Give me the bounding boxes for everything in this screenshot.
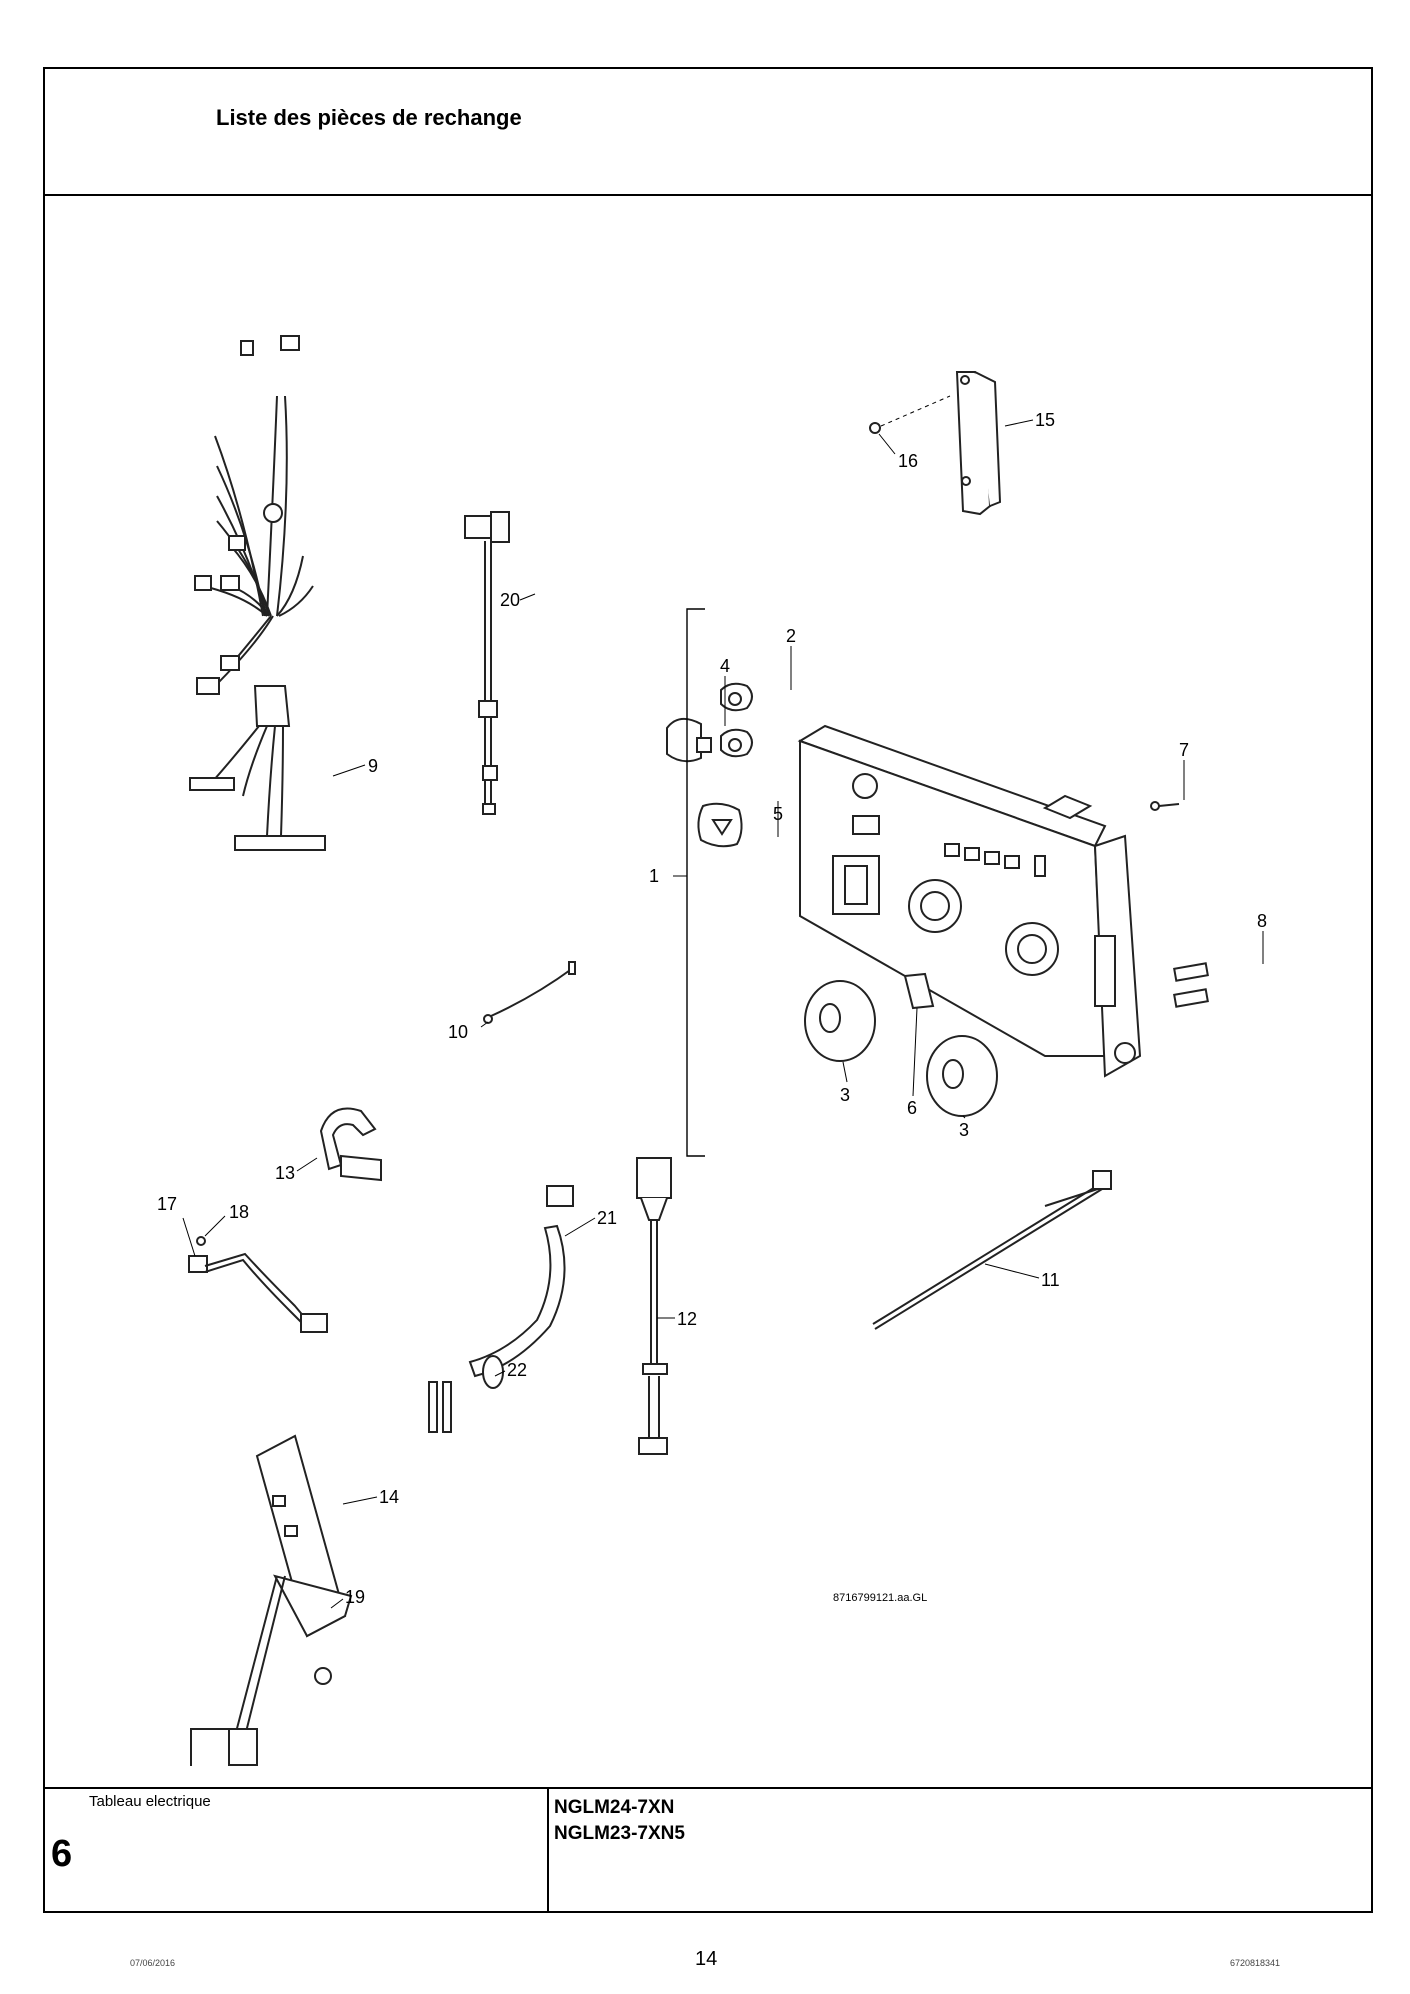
callout-13: 13 bbox=[275, 1163, 295, 1183]
exploded-view-drawing: 9 20 1 2 4 5 7 8 15 16 3 6 3 11 10 13 17… bbox=[45, 196, 1371, 1766]
page-frame: Liste des pièces de rechange bbox=[43, 67, 1373, 1913]
header: Liste des pièces de rechange bbox=[45, 69, 1371, 196]
drawing-reference-code: 8716799121.aa.GL bbox=[833, 1592, 927, 1604]
callout-5: 5 bbox=[773, 804, 783, 824]
footer-section-cell: Tableau electrique 6 bbox=[45, 1789, 549, 1913]
callout-15: 15 bbox=[1035, 410, 1055, 430]
bracket-15-screw-16 bbox=[869, 371, 1002, 516]
small-parts-2-4-5 bbox=[666, 682, 753, 848]
clip-13 bbox=[319, 1107, 382, 1182]
callout-12: 12 bbox=[677, 1309, 697, 1329]
page-number: 14 bbox=[695, 1948, 718, 1970]
callout-14: 14 bbox=[379, 1487, 399, 1507]
callout-18: 18 bbox=[229, 1202, 249, 1222]
callout-21: 21 bbox=[597, 1208, 617, 1228]
cable-12 bbox=[636, 1157, 672, 1455]
callout-1: 1 bbox=[649, 866, 659, 886]
sensor-11 bbox=[872, 1170, 1112, 1330]
callout-10: 10 bbox=[448, 1022, 468, 1042]
footer: Tableau electrique 6 NGLM24-7XN NGLM23-7… bbox=[45, 1787, 1371, 1913]
cable-17-18 bbox=[188, 1236, 328, 1333]
section-number: 6 bbox=[51, 1833, 73, 1875]
cable-20-part bbox=[464, 511, 510, 815]
callout-8: 8 bbox=[1257, 911, 1267, 931]
cable-21-22 bbox=[428, 1185, 574, 1433]
callout-19: 19 bbox=[345, 1587, 365, 1607]
section-name: Tableau electrique bbox=[89, 1793, 211, 1810]
parts-diagram: 9 20 1 2 4 5 7 8 15 16 3 6 3 11 10 13 17… bbox=[157, 335, 1267, 1766]
callout-16: 16 bbox=[898, 451, 918, 471]
model-2: NGLM23-7XN5 bbox=[554, 1823, 685, 1844]
callout-4: 4 bbox=[720, 656, 730, 676]
knobs-3-lever-6 bbox=[804, 972, 998, 1117]
callout-3-left: 3 bbox=[840, 1085, 850, 1105]
callout-3-right: 3 bbox=[959, 1120, 969, 1140]
page-title: Liste des pièces de rechange bbox=[216, 105, 522, 130]
sensor-10 bbox=[483, 961, 576, 1024]
callout-6: 6 bbox=[907, 1098, 917, 1118]
control-panel-part bbox=[797, 724, 1142, 1078]
model-list: NGLM24-7XN NGLM23-7XN5 bbox=[554, 1795, 685, 1847]
callout-17: 17 bbox=[157, 1194, 177, 1214]
document-reference: 6720818341 bbox=[1230, 1958, 1281, 1968]
screw-7-fuses-8 bbox=[1150, 801, 1209, 1008]
holder-14-screw-19 bbox=[190, 1434, 353, 1766]
callout-22: 22 bbox=[507, 1360, 527, 1380]
model-1: NGLM24-7XN bbox=[554, 1797, 675, 1818]
callout-20: 20 bbox=[500, 590, 520, 610]
wiring-harness-part bbox=[189, 335, 326, 851]
callout-2: 2 bbox=[786, 626, 796, 646]
callout-9: 9 bbox=[368, 756, 378, 776]
group-bracket-1 bbox=[686, 608, 705, 1157]
callout-11: 11 bbox=[1041, 1270, 1060, 1290]
callout-7: 7 bbox=[1179, 740, 1189, 760]
print-date: 07/06/2016 bbox=[130, 1958, 176, 1968]
